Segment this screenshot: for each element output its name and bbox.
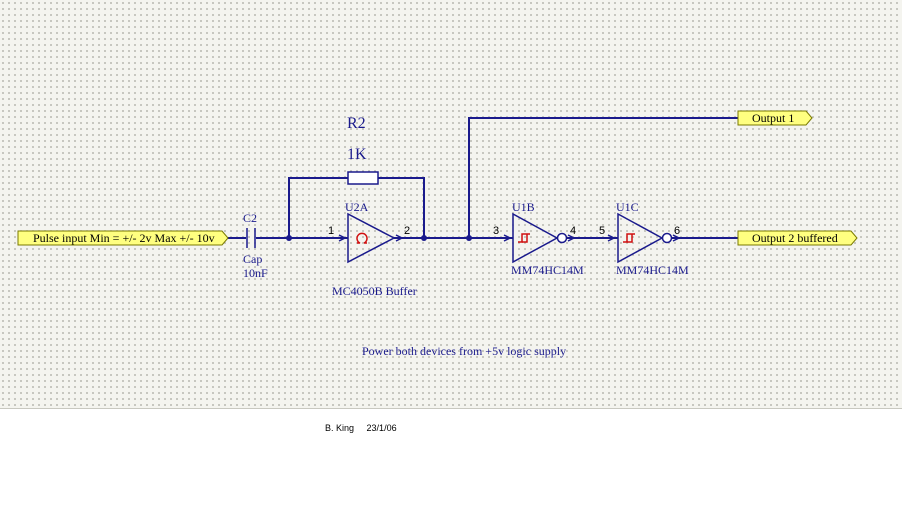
resistor-body (347, 171, 379, 185)
inverter-u1c[interactable]: U1C 5 6 MM74HC14M (599, 200, 689, 277)
inverter2-ref: U1C (616, 200, 639, 214)
inverter1-triangle (512, 212, 559, 264)
schmitt-trigger-icon (518, 233, 530, 243)
inverter2-pin-in-number: 5 (599, 225, 605, 237)
buffer-triangle (347, 212, 396, 264)
pin-arrow-icon (395, 234, 404, 242)
port-output1-shape (737, 110, 813, 126)
junction-dot (466, 235, 472, 241)
pin-arrow-icon (338, 234, 347, 242)
capacitor-c2[interactable]: C2 Cap 10nF (243, 211, 268, 280)
resistor-r2[interactable]: R2 1K (347, 115, 379, 185)
schmitt-trigger-icon (522, 234, 528, 243)
junctions (286, 235, 472, 241)
inverter1-pin-in-number: 3 (493, 225, 499, 237)
power-note: Power both devices from +5v logic supply (362, 344, 566, 358)
resistor-value: 1K (347, 146, 367, 163)
capacitor-type: Cap (243, 252, 262, 266)
buffer-ref: U2A (345, 200, 369, 214)
footer-date: 23/1/06 (366, 423, 397, 433)
buffer-pin-out-number: 2 (404, 225, 410, 237)
schematic-canvas: Pulse input Min = +/- 2v Max +/- 10v C2 … (17, 110, 858, 358)
pin-arrow-icon (607, 234, 616, 242)
port-output2-label: Output 2 buffered (752, 231, 838, 245)
wires (226, 117, 738, 239)
hysteresis-omega-icon (356, 232, 368, 244)
buffer-u2a[interactable]: U2A 1 2 MC4050B Buffer (328, 200, 417, 298)
port-input[interactable]: Pulse input Min = +/- 2v Max +/- 10v (17, 230, 229, 246)
buffer-pin-in-number: 1 (328, 225, 334, 237)
capacitor-ref: C2 (243, 211, 257, 225)
junction-dot (421, 235, 427, 241)
junction-dot (286, 235, 292, 241)
inverter1-part: MM74HC14M (511, 263, 584, 277)
inverter1-bubble (556, 232, 568, 244)
pin-arrow-icon (672, 234, 681, 242)
pin-arrow-icon (567, 234, 576, 242)
wire-feedback-right (378, 177, 425, 238)
capacitor-value: 10nF (243, 266, 268, 280)
inverter-u1b[interactable]: U1B 3 4 MM74HC14M (493, 200, 584, 277)
schmitt-trigger-icon (623, 233, 635, 243)
inverter2-bubble (661, 232, 673, 244)
port-output2-shape (737, 230, 858, 246)
inverter1-ref: U1B (512, 200, 535, 214)
inverter2-pin-out-number: 6 (674, 225, 680, 237)
port-output2[interactable]: Output 2 buffered (737, 230, 858, 246)
inverter2-triangle (617, 212, 664, 264)
resistor-ref: R2 (347, 115, 366, 132)
footer-author: B. King (325, 423, 355, 433)
wire-feedback-left (288, 177, 348, 238)
pin-arrow-icon (503, 234, 512, 242)
inverter1-pin-out-number: 4 (570, 225, 576, 237)
buffer-part: MC4050B Buffer (332, 284, 417, 298)
inverter2-part: MM74HC14M (616, 263, 689, 277)
wire-output1 (468, 117, 738, 238)
footer-signature: B. King 23/1/06 (325, 423, 397, 433)
port-output1-label: Output 1 (752, 111, 794, 125)
port-input-shape (17, 230, 229, 246)
schmitt-trigger-icon (627, 234, 633, 243)
port-input-label: Pulse input Min = +/- 2v Max +/- 10v (33, 231, 215, 245)
schematic-sheet: Pulse input Min = +/- 2v Max +/- 10v C2 … (0, 0, 902, 409)
port-output1[interactable]: Output 1 (737, 110, 813, 126)
